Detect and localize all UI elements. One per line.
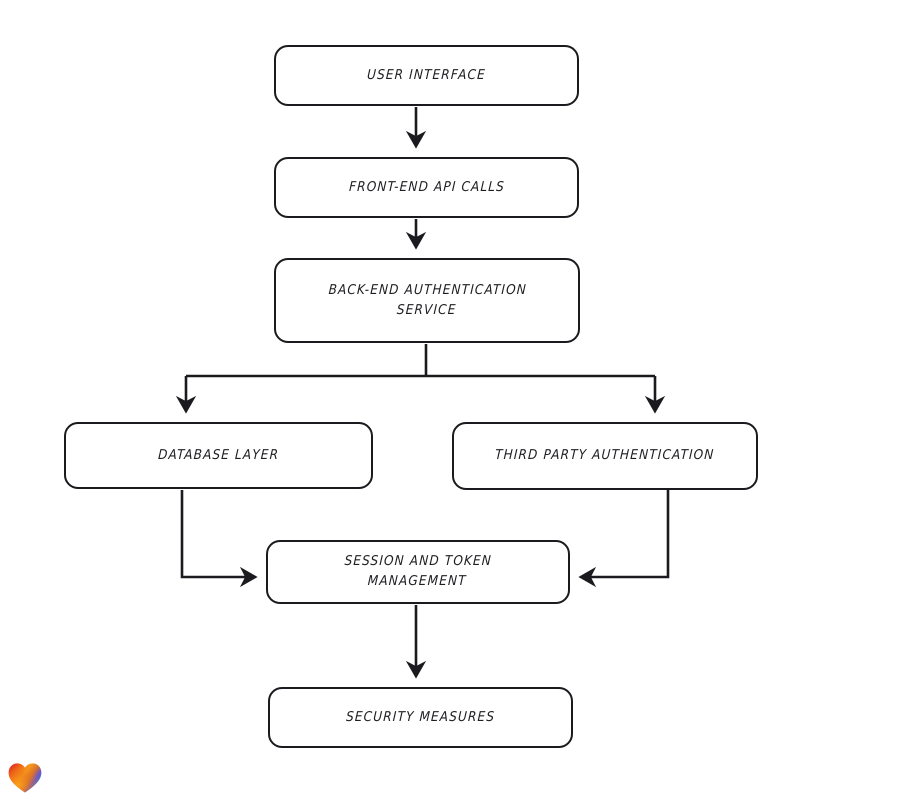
node-third-party-authentication[interactable]: Third Party Authentication (452, 422, 758, 490)
node-user-interface-label: User Interface (366, 66, 487, 83)
node-frontend-api-calls[interactable]: Front-End API Calls (274, 157, 579, 218)
node-user-interface[interactable]: User Interface (274, 45, 579, 106)
node-frontend-api-calls-label: Front-End API Calls (348, 178, 505, 195)
node-session-and-token-management[interactable]: Session and Token Management (266, 540, 570, 604)
node-security-measures[interactable]: Security Measures (268, 687, 573, 748)
node-database-layer[interactable]: Database Layer (64, 422, 373, 489)
edge-database-layer-to-session-token (180, 490, 258, 588)
node-backend-authentication-service[interactable]: Back-End Authentication Service (274, 258, 580, 343)
node-security-measures-label: Security Measures (345, 708, 496, 725)
node-database-layer-label: Database Layer (157, 446, 280, 463)
heart-icon (8, 763, 42, 793)
node-backend-authentication-service-label: Back-End Authentication Service (327, 281, 528, 318)
edge-third-party-auth-to-session-token (578, 490, 670, 588)
node-third-party-authentication-label: Third Party Authentication (494, 447, 716, 464)
node-session-and-token-management-label: Session and Token Management (344, 553, 493, 589)
